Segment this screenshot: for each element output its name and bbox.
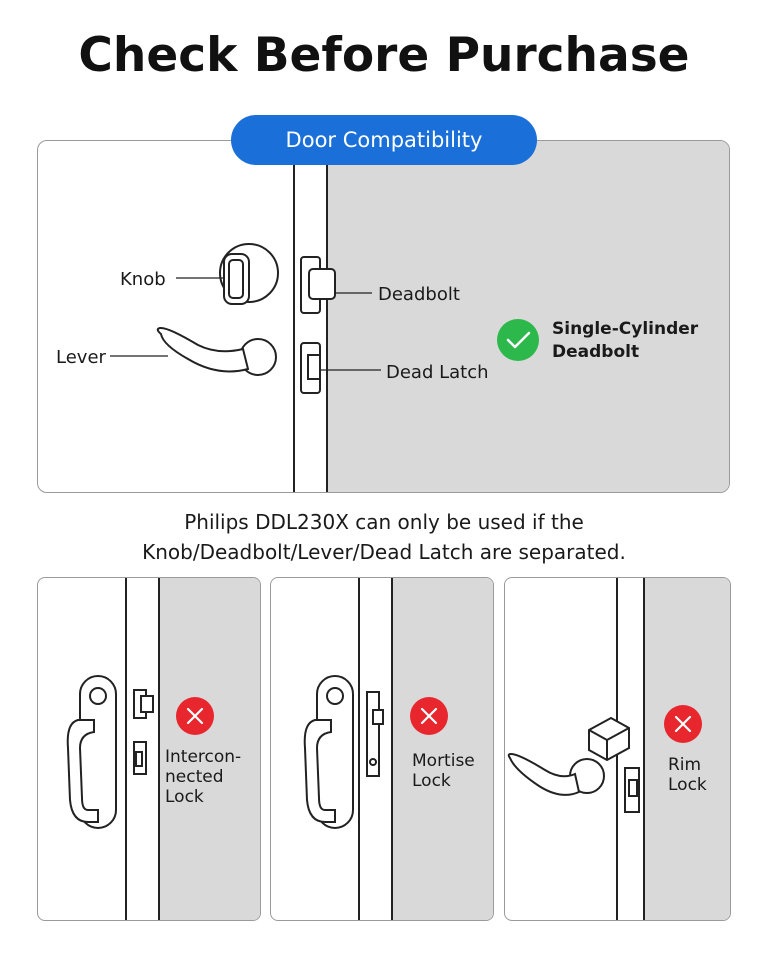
caption-line1: Philips DDL230X can only be used if the [184, 510, 584, 534]
compatibility-caption: Philips DDL230X can only be used if the … [0, 507, 768, 567]
lock-label-line: Lock [412, 771, 451, 791]
mortise-lock-panel: Mortise Lock [270, 577, 494, 921]
check-icon [497, 319, 539, 361]
compatible-door-illustration: Knob Lever Deadbolt Dead Latch Single-Cy… [56, 141, 729, 492]
cross-icon [664, 705, 702, 743]
knob-drawing [219, 243, 279, 305]
lock-label-line: Lock [165, 787, 204, 807]
caption-line2: Knob/Deadbolt/Lever/Dead Latch are separ… [142, 540, 626, 564]
lock-label-line: nected [165, 767, 224, 787]
mortise-lock-illustration: Mortise Lock [303, 578, 493, 920]
door-compatibility-panel: Knob Lever Deadbolt Dead Latch Single-Cy… [37, 140, 730, 493]
deadbolt-label: Deadbolt [378, 284, 460, 305]
lock-label-line: Lock [668, 775, 707, 795]
dead-latch-label: Dead Latch [386, 362, 489, 383]
lever-label: Lever [56, 347, 107, 368]
cross-icon [176, 697, 214, 735]
lock-label-line: Mortise [412, 751, 475, 771]
deadbolt-drawing [300, 256, 336, 314]
knob-label: Knob [120, 269, 166, 290]
cross-icon [410, 697, 448, 735]
door-compatibility-badge: Door Compatibility [231, 115, 537, 165]
status-line1: Single-Cylinder [552, 319, 699, 339]
page-title: Check Before Purchase [78, 28, 690, 83]
status-line2: Deadbolt [552, 342, 639, 362]
lock-label-line: Rim [668, 755, 701, 775]
lock-label-line: Intercon- [165, 747, 241, 767]
interconnected-lock-illustration: Intercon- nected Lock [66, 578, 260, 920]
interconnected-lock-panel: Intercon- nected Lock [37, 577, 261, 921]
lever-drawing [156, 326, 277, 376]
rim-lock-panel: Rim Lock [504, 577, 731, 921]
rim-lock-illustration: Rim Lock [507, 578, 730, 920]
dead-latch-drawing [300, 342, 321, 394]
